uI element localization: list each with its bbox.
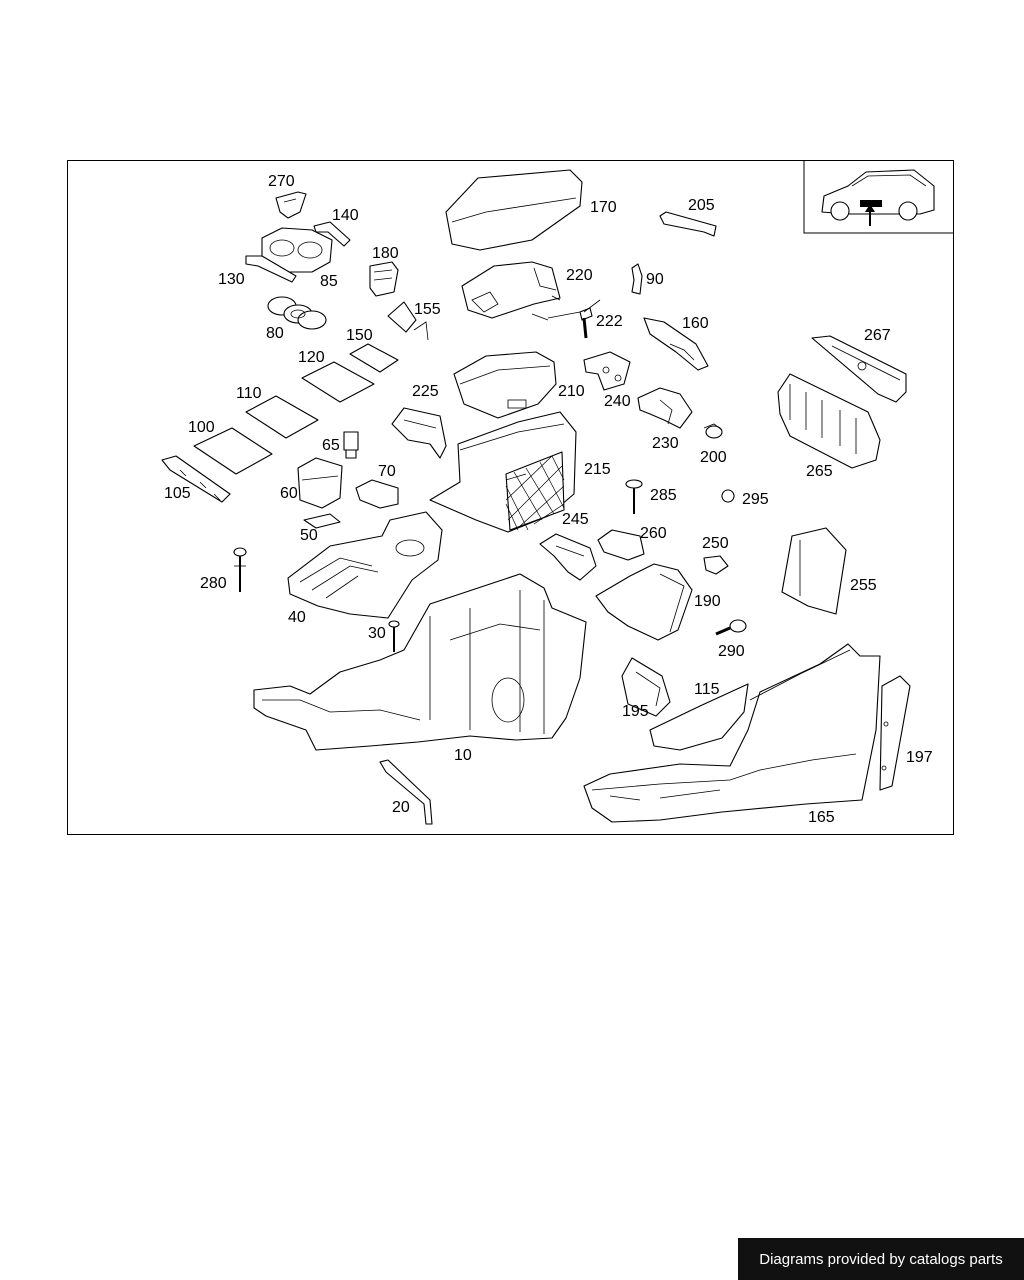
part-110: [245, 395, 319, 439]
part-30: [388, 620, 400, 652]
part-285: [625, 479, 643, 514]
part-245: [539, 533, 597, 581]
part-65: [343, 431, 359, 459]
callout-205: 205: [688, 197, 715, 214]
callout-65: 65: [322, 437, 340, 454]
callout-150: 150: [346, 327, 373, 344]
part-120: [301, 361, 375, 403]
callout-155: 155: [414, 301, 441, 318]
callout-250: 250: [702, 535, 729, 552]
credit-banner: Diagrams provided by catalogs parts: [738, 1238, 1024, 1280]
callout-110: 110: [236, 385, 262, 402]
part-267: [811, 335, 907, 403]
part-295: [721, 489, 735, 503]
part-60: [297, 457, 343, 509]
callout-170: 170: [590, 199, 617, 216]
part-40: [287, 511, 443, 619]
part-180: [369, 261, 399, 297]
part-225: [391, 407, 447, 459]
part-250: [703, 555, 729, 575]
part-290: [715, 619, 747, 636]
part-20: [379, 759, 433, 825]
callout-220: 220: [566, 267, 593, 284]
part-270: [275, 191, 307, 219]
part-197: [879, 675, 911, 791]
part-220: [461, 261, 561, 319]
part-210: [453, 351, 557, 419]
callout-290: 290: [718, 643, 745, 660]
callout-285: 285: [650, 487, 677, 504]
part-280: [233, 547, 247, 592]
callout-245: 245: [562, 511, 589, 528]
callout-20: 20: [392, 799, 410, 816]
part-190: [595, 563, 693, 641]
part-222: [579, 307, 593, 339]
part-155: [387, 301, 429, 341]
callout-240: 240: [604, 393, 631, 410]
part-105: [161, 455, 231, 503]
callout-197: 197: [906, 749, 933, 766]
credit-text: Diagrams provided by catalogs parts: [759, 1250, 1003, 1268]
arrow-up-icon: [865, 204, 875, 226]
part-80: [267, 296, 327, 330]
part-115: [649, 683, 749, 751]
part-195: [621, 657, 671, 717]
callout-160: 160: [682, 315, 709, 332]
part-260: [597, 529, 645, 561]
part-160: [643, 317, 709, 371]
part-230: [637, 387, 693, 429]
vehicle-locator-inset: [803, 160, 954, 234]
callout-50: 50: [300, 527, 318, 544]
callout-295: 295: [742, 491, 769, 508]
callout-120: 120: [298, 349, 325, 366]
callout-140: 140: [332, 207, 359, 224]
part-200: [703, 423, 723, 439]
callout-130: 130: [218, 271, 245, 288]
callout-230: 230: [652, 435, 679, 452]
callout-90: 90: [646, 271, 664, 288]
callout-270: 270: [268, 173, 295, 190]
callout-265: 265: [806, 463, 833, 480]
part-165: [583, 643, 881, 823]
part-170: [445, 169, 583, 251]
callout-105: 105: [164, 485, 191, 502]
callout-260: 260: [640, 525, 667, 542]
callout-225: 225: [412, 383, 439, 400]
part-90: [631, 263, 643, 295]
callout-190: 190: [694, 593, 721, 610]
part-205: [659, 211, 717, 237]
part-100: [193, 427, 273, 475]
callout-labels: 270 140 170 205 130 85 180 220 90 80 155…: [164, 173, 933, 826]
part-130: [245, 255, 297, 283]
part-240: [583, 351, 631, 391]
callout-100: 100: [188, 419, 215, 436]
part-255: [781, 527, 847, 615]
callout-40: 40: [288, 609, 306, 626]
part-215: [429, 411, 577, 533]
callout-200: 200: [700, 449, 727, 466]
part-265: [777, 373, 881, 469]
callout-80: 80: [266, 325, 284, 342]
car-side-icon: [821, 169, 935, 221]
callout-210: 210: [558, 383, 585, 400]
callout-85: 85: [320, 273, 338, 290]
callout-180: 180: [372, 245, 399, 262]
part-70: [355, 479, 399, 509]
part-10: [253, 573, 587, 751]
callout-10: 10: [454, 747, 472, 764]
callout-280: 280: [200, 575, 227, 592]
callout-255: 255: [850, 577, 877, 594]
part-150: [349, 343, 399, 373]
callout-30: 30: [368, 625, 386, 642]
callout-267: 267: [864, 327, 891, 344]
callout-215: 215: [584, 461, 611, 478]
callout-222: 222: [596, 313, 623, 330]
callout-70: 70: [378, 463, 396, 480]
callout-60: 60: [280, 485, 298, 502]
callout-115: 115: [694, 681, 720, 698]
callout-165: 165: [808, 809, 835, 826]
part-50: [303, 513, 341, 529]
callout-195: 195: [622, 703, 649, 720]
